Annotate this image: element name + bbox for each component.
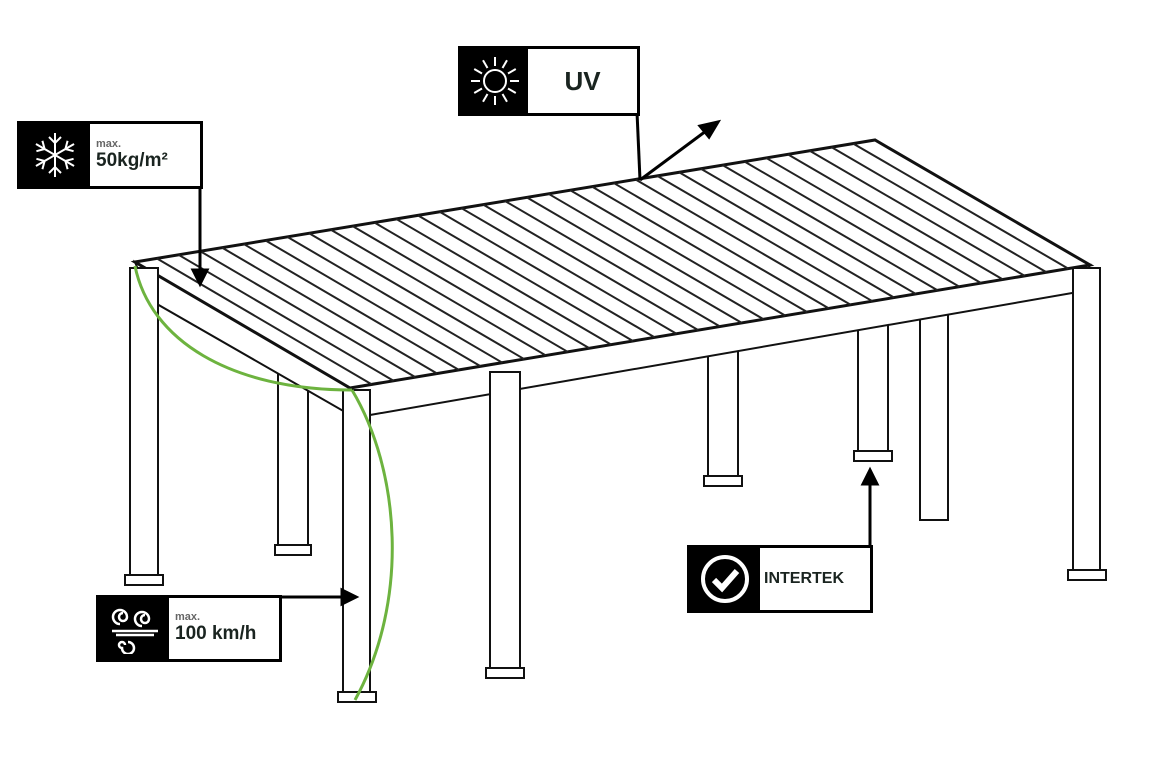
louver <box>460 207 677 335</box>
louver <box>504 200 721 328</box>
louver <box>373 221 590 350</box>
intertek-text: INTERTEK <box>764 570 844 587</box>
louver <box>395 218 612 346</box>
checkmark-icon <box>690 548 760 610</box>
post <box>489 371 521 678</box>
louver <box>765 157 982 284</box>
louver <box>787 153 1004 281</box>
louver <box>199 250 416 379</box>
wind-deflection-curves <box>133 265 394 701</box>
louver <box>221 246 438 375</box>
front-posts <box>124 267 1107 703</box>
louver <box>809 149 1026 277</box>
louver <box>178 253 395 382</box>
louver <box>830 146 1047 274</box>
snow-load-label: max. 50kg/m² <box>17 121 203 189</box>
louver <box>569 189 786 317</box>
post <box>342 389 371 701</box>
post <box>129 267 159 584</box>
louver <box>700 167 917 295</box>
post <box>1072 267 1101 579</box>
louver <box>852 142 1069 270</box>
louver <box>678 171 895 299</box>
louver <box>548 192 765 321</box>
louver <box>591 185 808 313</box>
louver <box>243 243 460 371</box>
louver <box>656 175 873 303</box>
uv-arrowhead <box>697 119 722 140</box>
louver <box>743 160 960 288</box>
louver <box>417 214 634 342</box>
wind-value: 100 km/h <box>175 623 257 644</box>
intertek-arrowhead <box>860 466 880 486</box>
louver <box>613 182 830 310</box>
post <box>919 289 949 521</box>
louver <box>482 203 699 331</box>
snow-arrowhead <box>190 268 210 288</box>
louver <box>156 257 373 386</box>
louver <box>265 239 482 368</box>
louver <box>635 178 852 306</box>
louver <box>526 196 743 324</box>
arrows <box>190 111 880 607</box>
post <box>857 319 889 461</box>
intertek-label: INTERTEK <box>687 545 873 613</box>
wind-arrowhead <box>340 587 360 607</box>
louver <box>352 225 569 353</box>
wind-prefix: max. <box>175 611 201 623</box>
post <box>707 344 739 486</box>
wind-icon <box>99 598 169 659</box>
louver <box>722 164 939 292</box>
snow-value: 50kg/m² <box>96 149 168 171</box>
louver <box>330 228 547 357</box>
sun-icon <box>461 49 528 113</box>
snow-prefix: max. <box>96 137 122 150</box>
uv-text: UV <box>564 66 601 96</box>
louver <box>286 236 503 364</box>
louver <box>439 210 656 339</box>
louver <box>308 232 525 360</box>
roof-louvers <box>156 142 1069 386</box>
uv-label: UV <box>458 46 640 116</box>
snowflake-icon <box>20 124 90 186</box>
wind-load-label: max. 100 km/h <box>96 595 282 662</box>
